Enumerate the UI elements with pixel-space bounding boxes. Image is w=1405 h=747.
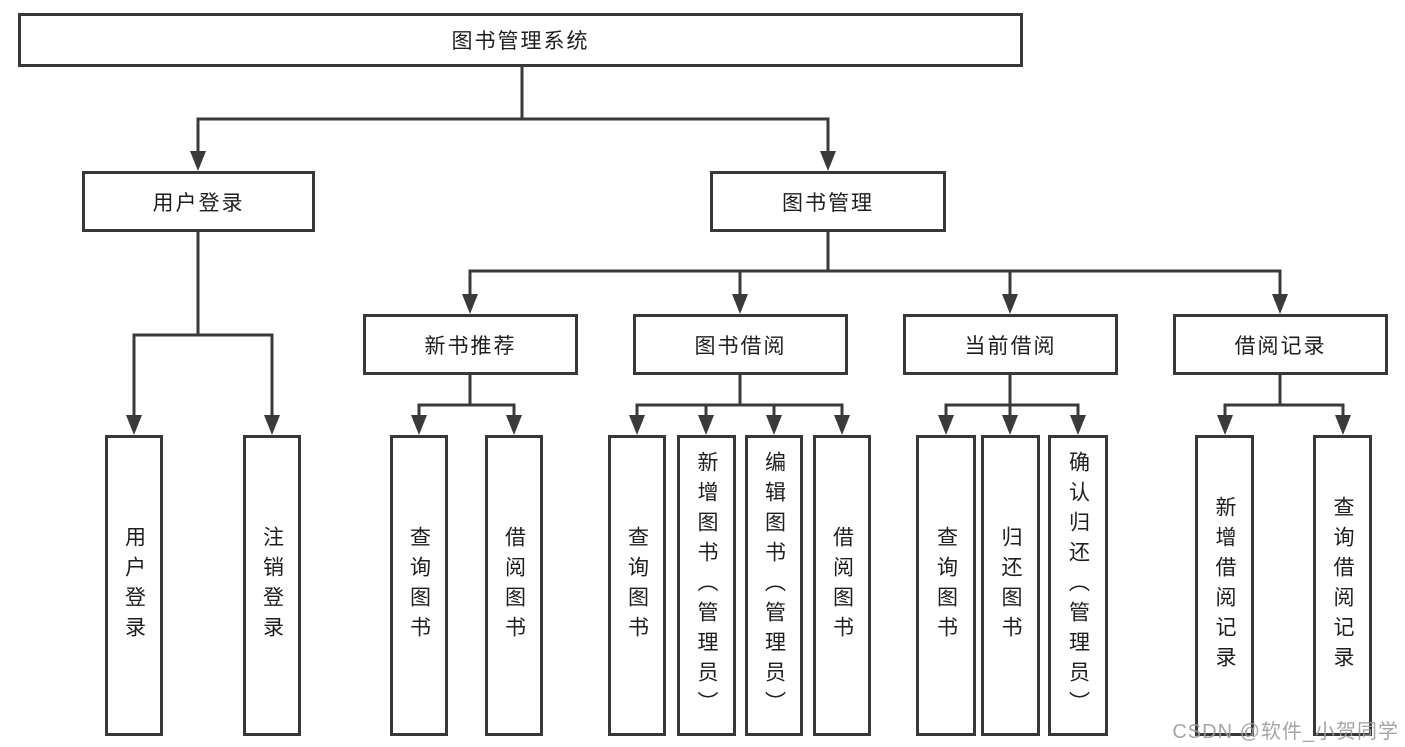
node-user-login: 用户登录: [82, 171, 315, 232]
leaf-return-books: 归还图书: [981, 435, 1040, 736]
leaf-confirm-return-admin: 确认归还（管理员）: [1048, 435, 1108, 736]
node-borrow-records-label: 借阅记录: [1234, 334, 1327, 358]
node-new-book-recommend-label: 新书推荐: [424, 334, 517, 358]
node-library-system-label: 图书管理系统: [451, 30, 590, 53]
leaf-logout-label: 注销登录: [260, 525, 284, 646]
node-book-management-label: 图书管理: [782, 191, 874, 215]
leaf-edit-books-admin-label: 编辑图书（管理员）: [762, 450, 786, 721]
leaf-user-login: 用户登录: [105, 435, 163, 736]
leaf-borrow-query-books: 查询图书: [608, 435, 666, 736]
node-current-borrow: 当前借阅: [903, 314, 1118, 375]
leaf-query-borrow-record-label: 查询借阅记录: [1331, 495, 1354, 676]
leaf-current-query-books: 查询图书: [916, 435, 976, 736]
leaf-add-borrow-record-label: 新增借阅记录: [1213, 495, 1236, 676]
leaf-borrow-query-books-label: 查询图书: [625, 525, 649, 646]
leaf-query-borrow-record: 查询借阅记录: [1313, 435, 1372, 736]
leaf-add-books-admin: 新增图书（管理员）: [677, 435, 736, 736]
node-book-management: 图书管理: [710, 171, 946, 232]
leaf-edit-books-admin: 编辑图书（管理员）: [745, 435, 803, 736]
node-book-borrow: 图书借阅: [633, 314, 848, 375]
leaf-recommend-borrow-books-label: 借阅图书: [502, 525, 526, 646]
node-book-borrow-label: 图书借阅: [694, 334, 787, 358]
leaf-borrow-borrow-books-label: 借阅图书: [830, 525, 854, 646]
node-borrow-records: 借阅记录: [1173, 314, 1388, 375]
node-library-system: 图书管理系统: [18, 13, 1023, 67]
leaf-add-borrow-record: 新增借阅记录: [1195, 435, 1254, 736]
leaf-user-login-label: 用户登录: [122, 525, 146, 646]
leaf-current-query-books-label: 查询图书: [934, 525, 958, 646]
arrowheads: [126, 151, 1351, 435]
leaf-borrow-borrow-books: 借阅图书: [813, 435, 871, 736]
leaf-confirm-return-admin-label: 确认归还（管理员）: [1066, 450, 1090, 721]
leaf-recommend-borrow-books: 借阅图书: [485, 435, 543, 736]
leaf-add-books-admin-label: 新增图书（管理员）: [695, 450, 718, 721]
leaf-return-books-label: 归还图书: [999, 525, 1022, 646]
node-current-borrow-label: 当前借阅: [964, 334, 1057, 358]
node-new-book-recommend: 新书推荐: [363, 314, 578, 375]
node-user-login-label: 用户登录: [152, 191, 245, 215]
leaf-recommend-query-books-label: 查询图书: [407, 525, 431, 646]
leaf-logout: 注销登录: [243, 435, 301, 736]
leaf-recommend-query-books: 查询图书: [390, 435, 448, 736]
